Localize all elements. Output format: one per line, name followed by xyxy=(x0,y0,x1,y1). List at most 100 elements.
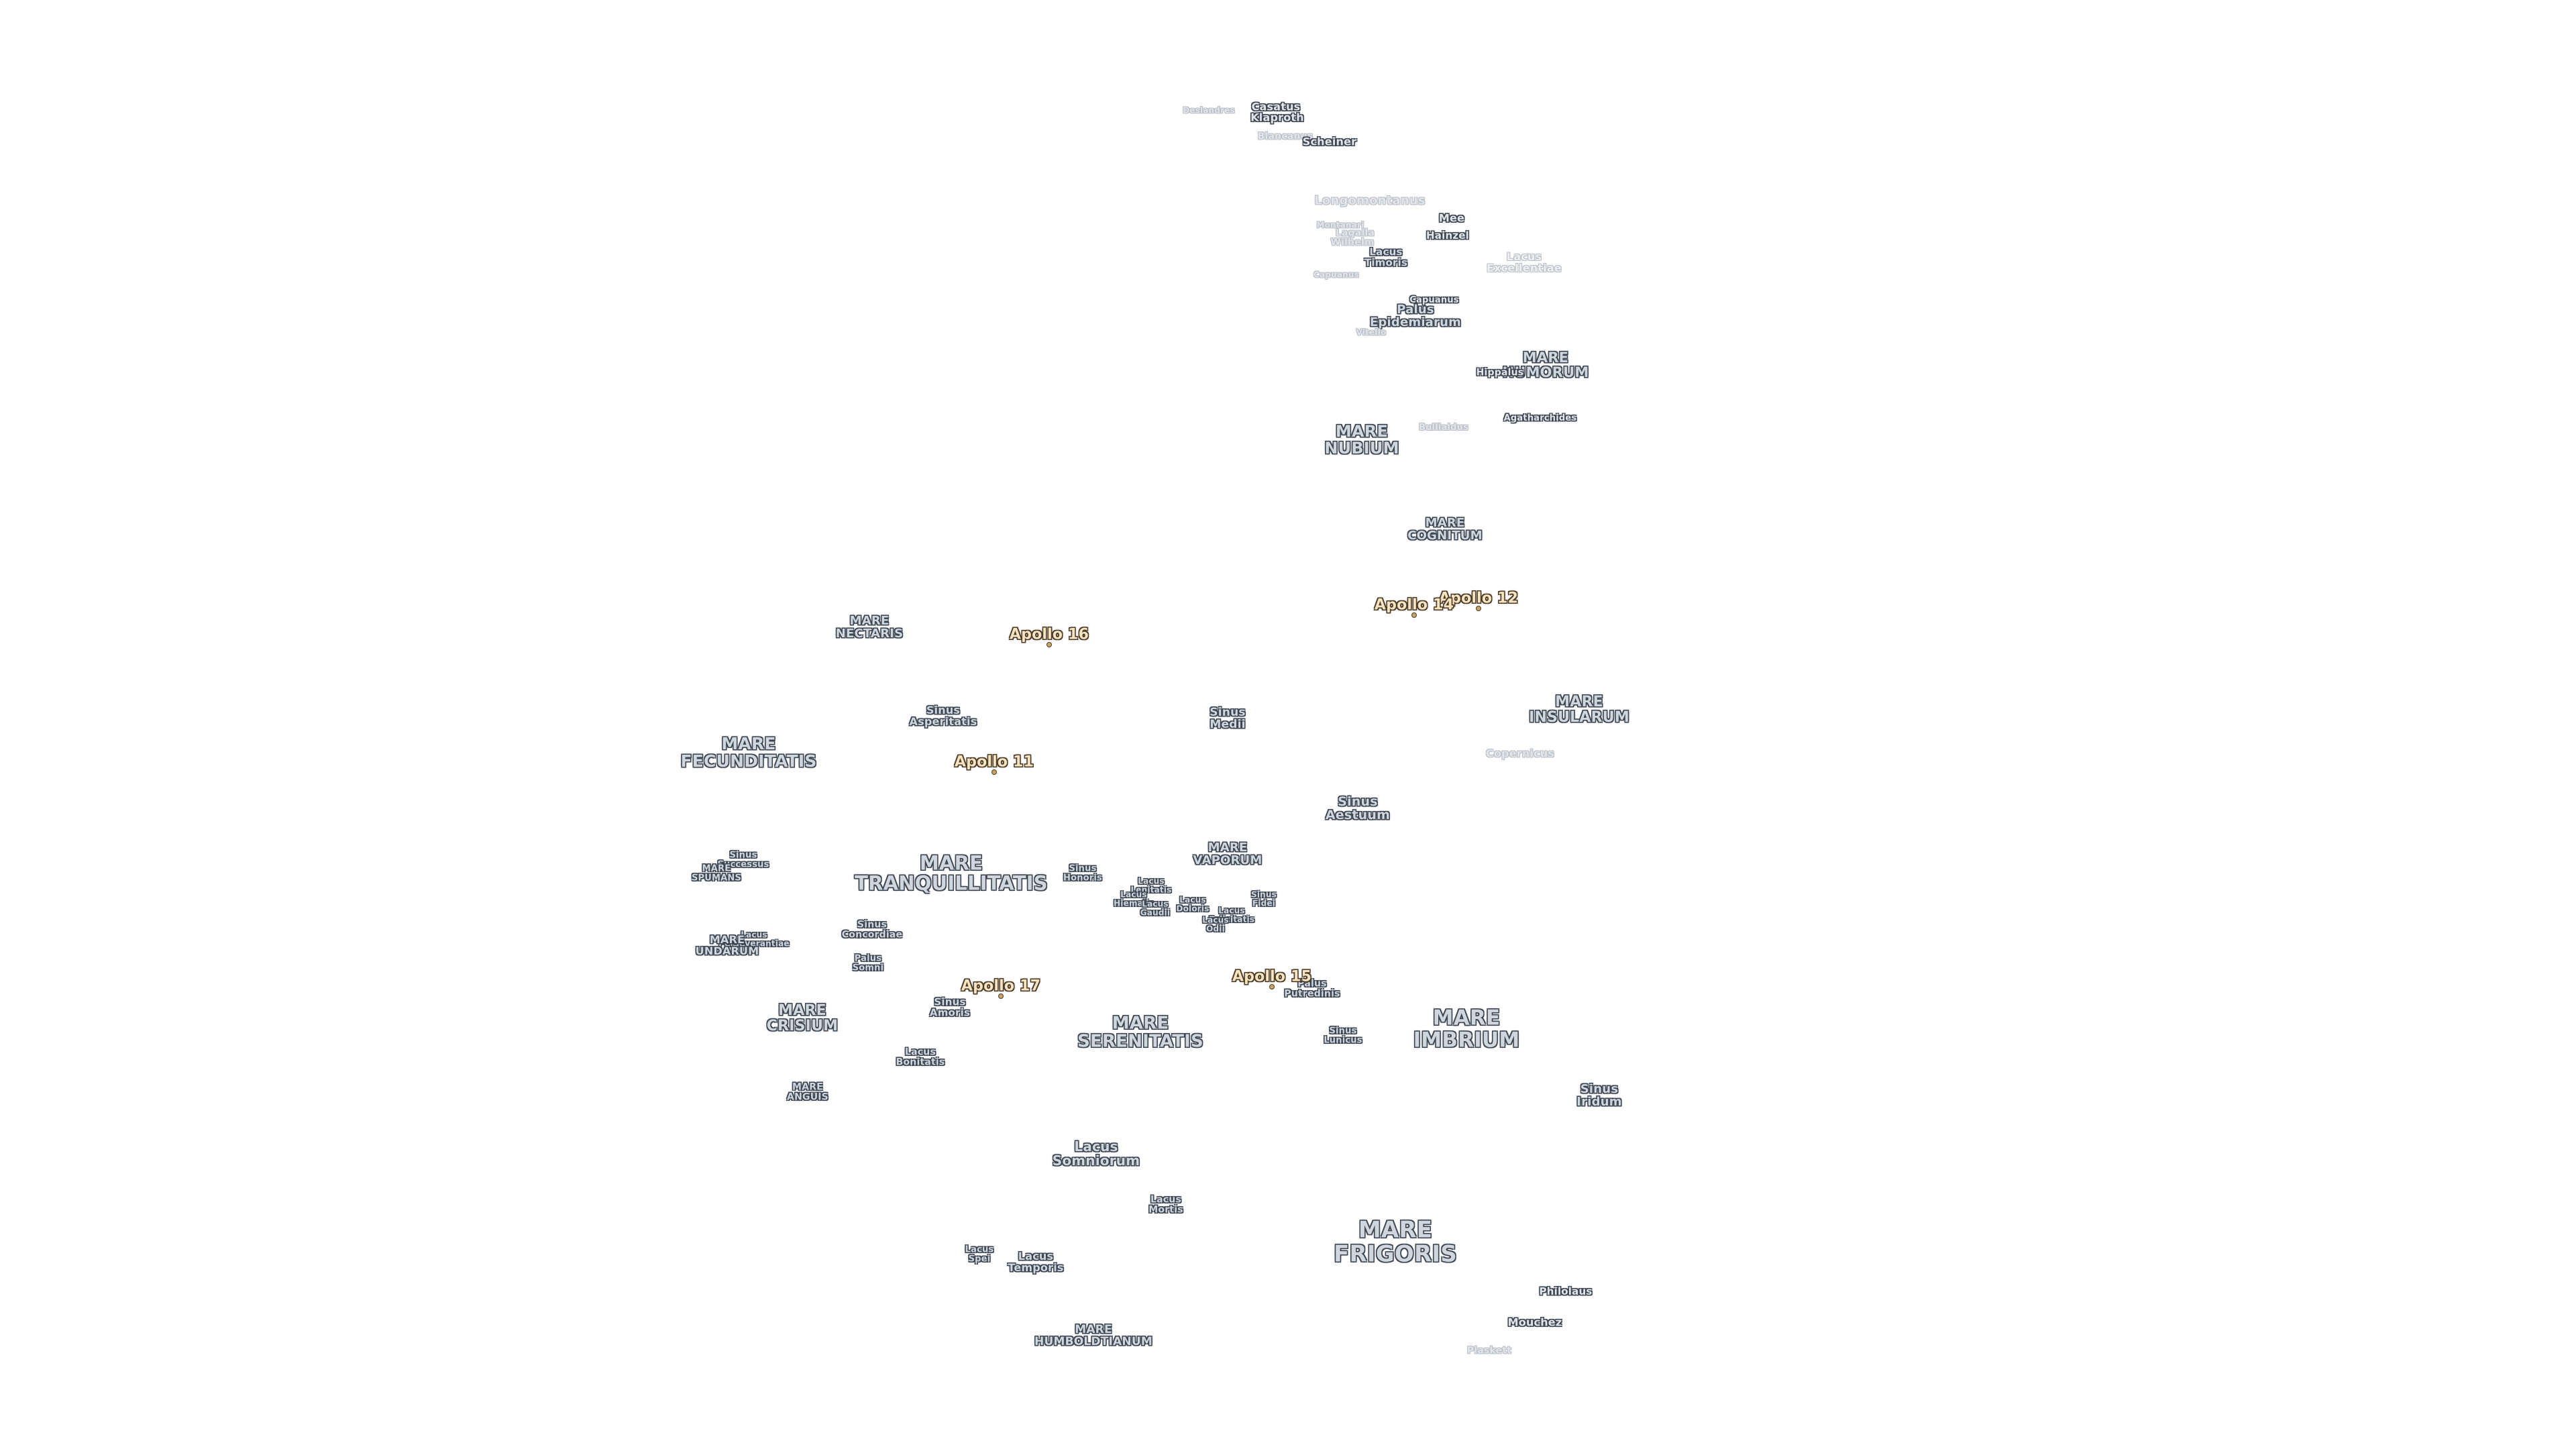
map-label-line: MARE xyxy=(721,733,776,753)
map-label-line: FRIGORIS xyxy=(1334,1240,1457,1267)
map-label-mouchez: Mouchez xyxy=(1508,1317,1562,1329)
map-label-line: Agatharchides xyxy=(1503,413,1577,424)
map-label-line: Sinus xyxy=(729,850,757,861)
map-label-line: Sinus xyxy=(1210,706,1246,720)
map-label-line: MARE xyxy=(1555,693,1603,710)
map-label-line: Concordiae xyxy=(841,929,903,940)
map-label-line: MARE xyxy=(1432,1006,1501,1030)
map-label-line: MARE xyxy=(1335,421,1389,441)
map-label-capuanus: Capuanus xyxy=(1409,296,1459,305)
landing-site-marker-icon[interactable] xyxy=(1269,984,1275,990)
map-label-line: UNDARUM xyxy=(695,945,759,957)
landing-site-marker-icon[interactable] xyxy=(1046,642,1052,648)
landing-site-marker-icon[interactable] xyxy=(1476,606,1481,612)
map-label-line: NECTARIS xyxy=(835,627,904,641)
map-label-line: SPUMANS xyxy=(691,873,742,883)
map-label-line: Mee xyxy=(1438,211,1465,225)
map-label-line: Lacus xyxy=(1018,1250,1054,1263)
map-label-line: Mortis xyxy=(1148,1204,1183,1215)
map-label-bullialdus: Bullialdus xyxy=(1419,423,1468,433)
map-label-line: Somni xyxy=(852,963,884,973)
landing-site-marker-icon[interactable] xyxy=(1411,612,1417,619)
map-label-line: Lacus xyxy=(1074,1138,1118,1155)
map-label-line: MARE xyxy=(919,851,983,875)
map-label-blancanus: Blancanus xyxy=(1257,131,1313,142)
map-label-line: Capuanus xyxy=(1409,295,1459,306)
map-label-line: Lunicus xyxy=(1324,1035,1362,1045)
map-label-line: Excellentiae xyxy=(1487,262,1562,274)
map-label-copernicus: Copernicus xyxy=(1486,748,1554,760)
map-label-line: Sinus xyxy=(1069,863,1097,874)
map-label-lagalla: Lagalla xyxy=(1335,227,1375,239)
map-label-line: MARE xyxy=(709,933,745,947)
landing-site-label-apollo-17[interactable]: Apollo 17 xyxy=(961,977,1041,995)
map-label-line: Lagalla xyxy=(1335,227,1375,239)
map-label-line: MARE xyxy=(1075,1323,1112,1337)
map-label-line: Wilhelm xyxy=(1330,237,1375,248)
map-label-line: Blancanus xyxy=(1257,131,1313,142)
map-label-line: Doloris xyxy=(1176,904,1210,913)
landing-site-label-apollo-14[interactable]: Apollo 14 xyxy=(1374,596,1454,614)
map-label-line: Sinus xyxy=(1329,1026,1357,1036)
map-label-line: MARE xyxy=(702,863,731,874)
map-label-line: MARE xyxy=(1208,841,1248,855)
map-label-vitello: Vitello xyxy=(1356,329,1387,337)
map-label-line: Palus xyxy=(1397,303,1434,317)
landing-site-marker-icon[interactable] xyxy=(998,994,1004,1000)
map-label-line: INSULARUM xyxy=(1529,709,1629,726)
landing-site-label-apollo-12[interactable]: Apollo 12 xyxy=(1438,590,1519,607)
map-label-line: Sinus xyxy=(926,704,961,717)
map-label-line: NUBIUM xyxy=(1324,439,1399,458)
landing-site-label-apollo-15[interactable]: Apollo 15 xyxy=(1232,968,1312,985)
map-label-capuanus-faint: Capuanus xyxy=(1313,271,1359,280)
map-label-line: SERENITATIS xyxy=(1077,1032,1203,1052)
landing-site-label-apollo-11[interactable]: Apollo 11 xyxy=(954,753,1034,771)
map-label-line: Lacus xyxy=(1202,915,1229,925)
map-label-line: Sinus xyxy=(857,919,888,930)
map-label-line: MARE xyxy=(1358,1216,1433,1244)
map-label-line: Sinus xyxy=(1338,794,1378,810)
map-label-line: Hainzel xyxy=(1426,229,1469,242)
map-label-line: Capuanus xyxy=(1313,270,1359,280)
map-label-line: Felicitatis xyxy=(1208,914,1255,924)
map-label-mee: Mee xyxy=(1439,213,1464,225)
map-label-line: Aestuum xyxy=(1325,808,1391,822)
map-label-line: Successus xyxy=(717,859,769,869)
map-label-line: Lacus xyxy=(1120,890,1147,900)
landing-site-label-apollo-16[interactable]: Apollo 16 xyxy=(1009,626,1089,643)
map-label-line: Timoris xyxy=(1364,256,1408,268)
map-label-line: Medii xyxy=(1210,718,1246,731)
map-label-casatus: Casatus xyxy=(1252,101,1301,113)
map-label-line: Lacus xyxy=(1150,1194,1181,1205)
map-label-line: COGNITUM xyxy=(1407,529,1483,543)
map-label-line: Vitello xyxy=(1356,327,1387,337)
map-label-line: Sinus xyxy=(934,996,966,1008)
map-label-line: Lacus xyxy=(1369,246,1403,258)
map-label-line: Lacus xyxy=(965,1244,994,1255)
landing-site-marker-icon[interactable] xyxy=(991,769,997,775)
map-label-montanari: Montanari xyxy=(1316,221,1364,230)
map-label-line: Bonitatis xyxy=(896,1057,945,1067)
map-label-line: MARE xyxy=(778,1002,826,1019)
map-label-line: Fidei xyxy=(1252,898,1276,908)
map-label-line: Lacus xyxy=(905,1046,936,1058)
map-label-wilhelm: Wilhelm xyxy=(1330,237,1375,248)
map-label-line: MARE xyxy=(1522,349,1569,366)
